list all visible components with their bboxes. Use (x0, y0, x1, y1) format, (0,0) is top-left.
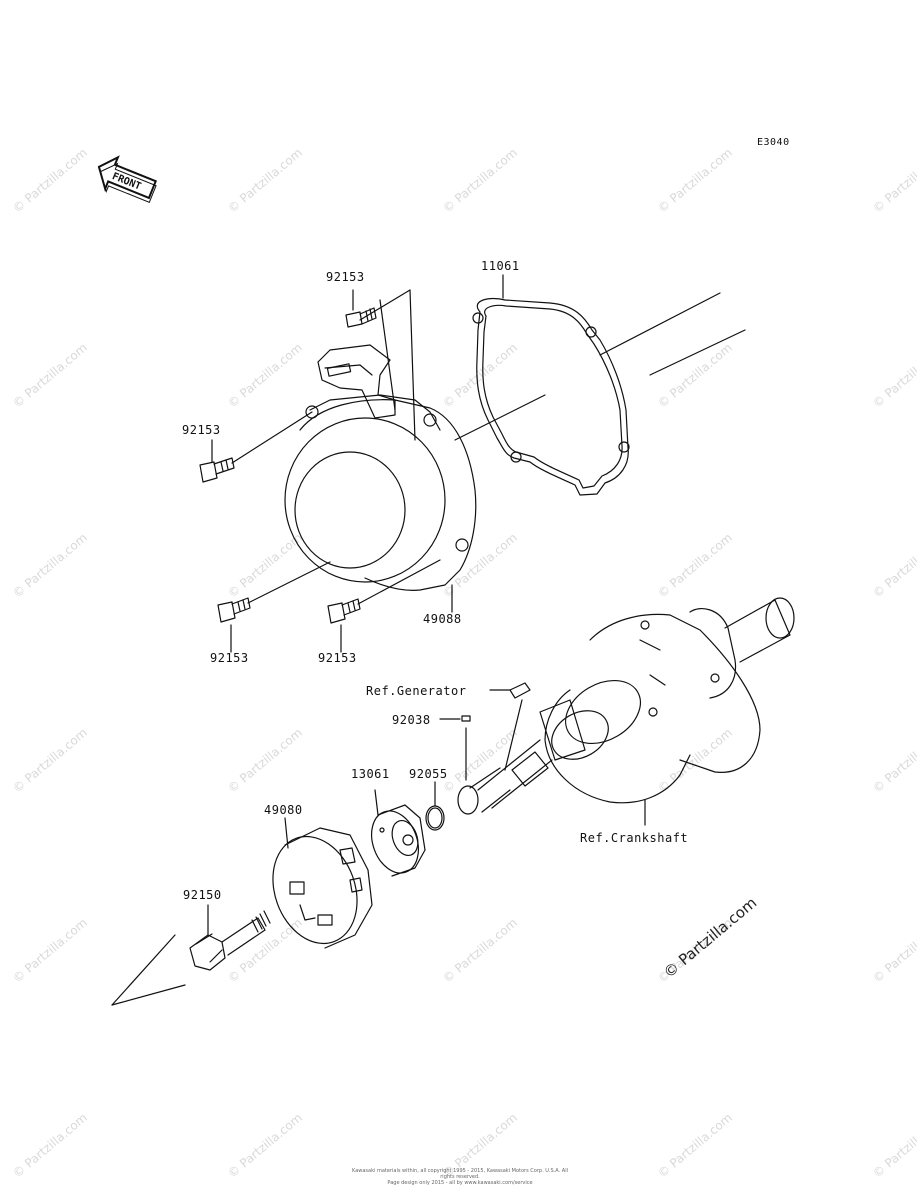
footer-line: Page design only 2015 - all by www.kawas… (387, 1180, 533, 1186)
part-label-92153-bottom-left: 92153 (210, 651, 249, 665)
flange-bolt-92150 (189, 910, 271, 971)
crankshaft (457, 597, 795, 815)
part-label-92153-left: 92153 (182, 423, 221, 437)
axis-line (649, 329, 746, 376)
footer-line: Kawasaki materials within, all copyright… (352, 1168, 568, 1180)
gasket-11061 (472, 297, 630, 496)
axis-line (111, 984, 186, 1006)
ref-crankshaft-label: Ref.Crankshaft (580, 831, 689, 845)
ref-generator-label: Ref.Generator (366, 684, 467, 698)
o-ring-92055 (425, 805, 445, 831)
pin-92038 (461, 715, 471, 722)
bolt-92153-left (199, 457, 235, 483)
part-label-92038: 92038 (392, 713, 431, 727)
part-label-92153-top: 92153 (326, 270, 365, 284)
front-arrow-icon: FRONT (97, 155, 158, 204)
part-label-49080: 49080 (264, 803, 303, 817)
part-label-92055: 92055 (409, 767, 448, 781)
part-label-92153-bottom-mid: 92153 (318, 651, 357, 665)
footer-copyright: Kawasaki materials within, all copyright… (350, 1168, 570, 1186)
bolt-92153-bottom-left (217, 597, 251, 623)
part-label-49088: 49088 (423, 612, 462, 626)
part-label-11061: 11061 (481, 259, 520, 273)
axis-line (599, 292, 721, 356)
part-label-92150: 92150 (183, 888, 222, 902)
axis-line (454, 394, 546, 441)
diagram-code: E3040 (757, 137, 790, 148)
bolt-92153-bottom-mid (327, 598, 361, 624)
axis-line (111, 934, 176, 1006)
starter-cover-49088 (284, 344, 477, 591)
part-label-13061: 13061 (351, 767, 390, 781)
starter-pulley-49080 (272, 827, 373, 949)
bolt-92153-top (345, 307, 377, 328)
woodruff-key (509, 682, 531, 699)
one-way-clutch-13061 (371, 804, 426, 877)
